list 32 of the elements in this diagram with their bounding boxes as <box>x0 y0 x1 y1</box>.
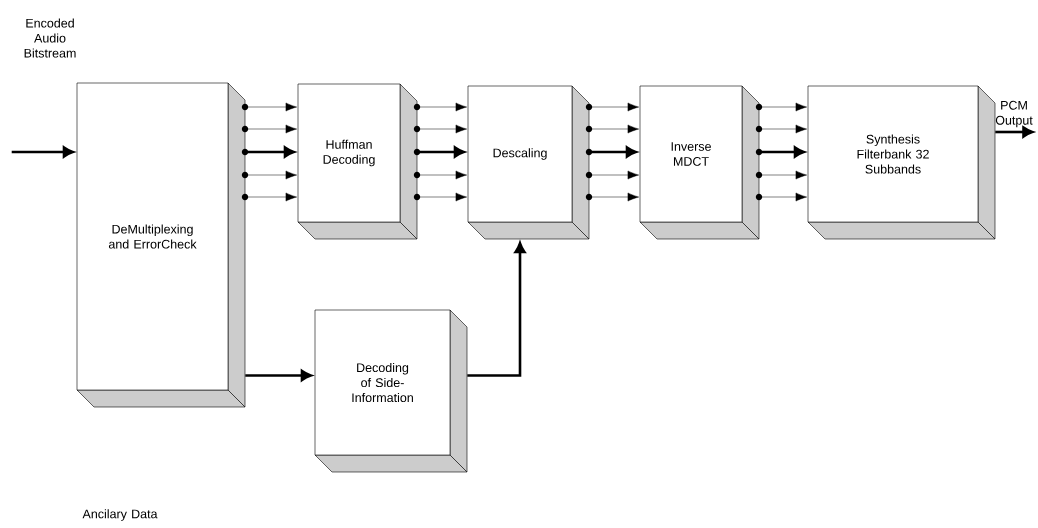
io-label: Ancilary Data <box>82 509 158 521</box>
arrow <box>995 126 1034 138</box>
block: Synthesis Filterbank 32 Subbands <box>807 85 996 240</box>
block: Huffman Decoding <box>297 83 421 240</box>
arrow <box>245 170 297 180</box>
arrow <box>245 102 297 112</box>
arrow <box>759 192 807 202</box>
arrow <box>417 192 467 202</box>
arrow <box>589 146 637 158</box>
block: Decoding of Side-Information <box>314 309 468 473</box>
arrow <box>589 170 639 180</box>
arrow <box>589 192 639 202</box>
arrow <box>759 146 805 158</box>
arrow <box>417 102 467 112</box>
arrow <box>245 124 297 134</box>
arrow <box>417 146 465 158</box>
arrow <box>759 170 807 180</box>
arrow <box>417 170 467 180</box>
arrow <box>759 102 807 112</box>
arrow <box>245 192 297 202</box>
arrow <box>589 124 639 134</box>
io-label: Encoded Audio Bitstream <box>24 18 76 58</box>
arrow <box>11 146 74 158</box>
arrow <box>589 102 639 112</box>
arrow <box>467 242 526 377</box>
io-label: PCM Output <box>995 100 1033 128</box>
block: DeMultiplexing and ErrorCheck <box>76 82 249 408</box>
arrow <box>245 146 295 158</box>
arrow <box>417 124 467 134</box>
block: Inverse MDCT <box>639 85 763 240</box>
arrow <box>759 124 807 134</box>
block: Descaling <box>467 85 593 240</box>
